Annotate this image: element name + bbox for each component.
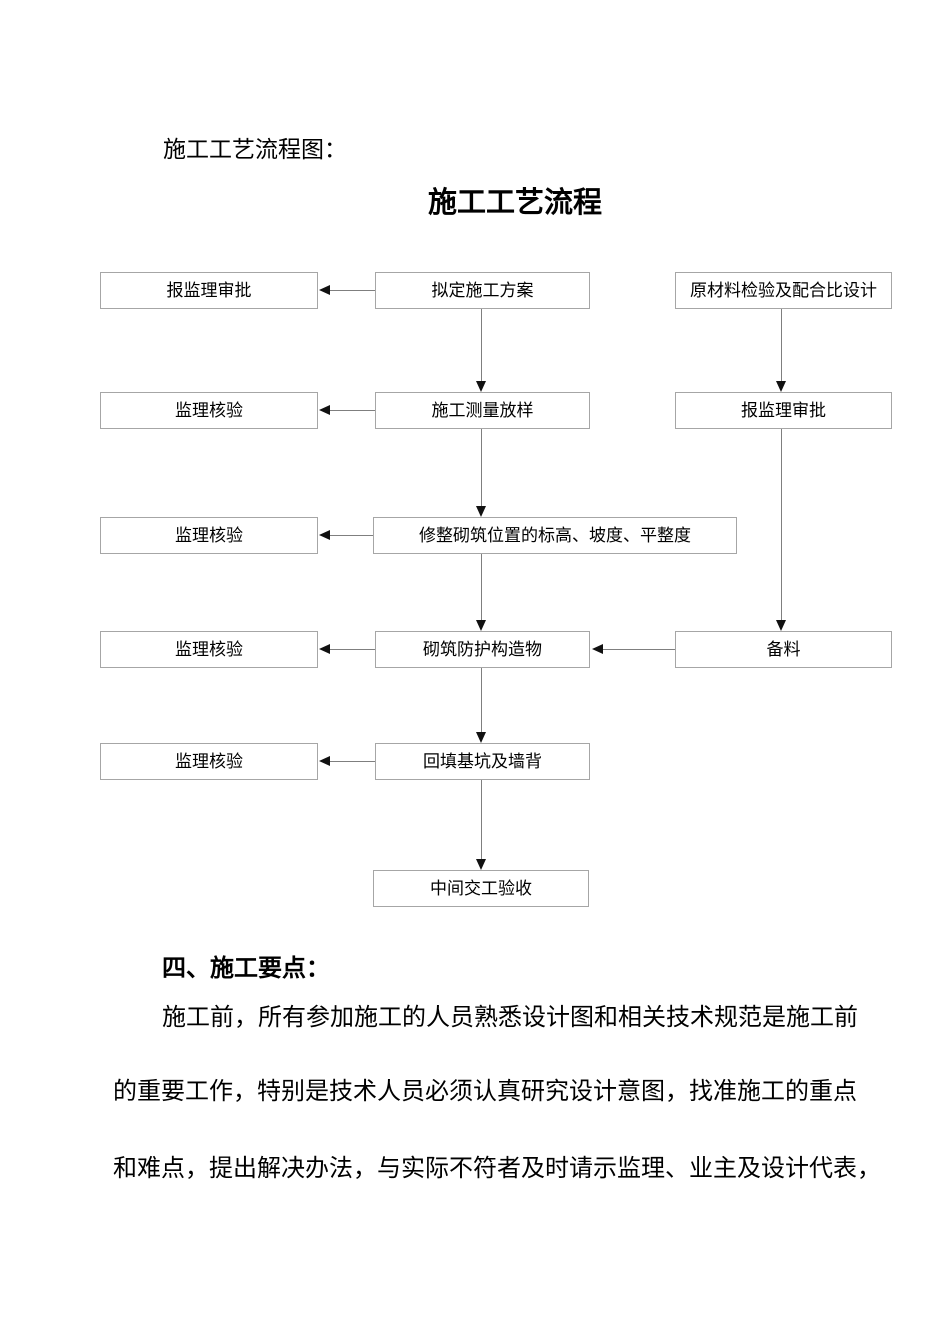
- edge-survey-to-check1-arrowhead-icon: [319, 405, 330, 415]
- edge-masonry-to-backfill-line: [481, 668, 482, 732]
- edge-material-to-masonry-line: [603, 649, 675, 650]
- flow-node-supervisor-check-1: 监理核验: [100, 392, 318, 429]
- edge-adjust-to-check2-line: [330, 535, 373, 536]
- flow-node-backfill: 回填基坑及墙背: [375, 743, 590, 780]
- flow-node-prepare-material: 备料: [675, 631, 892, 668]
- flowchart-title: 施工工艺流程: [428, 187, 603, 219]
- edge-survey-to-adjust-line: [481, 429, 482, 506]
- edge-backfill-to-check4-line: [330, 761, 375, 762]
- edge-material-to-masonry-arrowhead-icon: [592, 644, 603, 654]
- edge-draftplan-to-survey-line: [481, 309, 482, 382]
- flow-node-report-approval-2: 报监理审批: [675, 392, 892, 429]
- edge-adjust-to-masonry-arrowhead-icon: [476, 620, 486, 631]
- flow-node-draft-plan: 拟定施工方案: [375, 272, 590, 309]
- body-paragraph-line: 的重要工作，特别是技术人员必须认真研究设计意图，找准施工的重点: [113, 1079, 857, 1105]
- flow-node-masonry-protection: 砌筑防护构造物: [375, 631, 590, 668]
- flow-node-supervisor-check-2: 监理核验: [100, 517, 318, 554]
- edge-survey-to-check1-line: [330, 410, 375, 411]
- edge-draftplan-to-approval-arrowhead-icon: [319, 285, 330, 295]
- edge-approval2-to-material-arrowhead-icon: [776, 620, 786, 631]
- edge-rawmaterial-to-approval2-arrowhead-icon: [776, 381, 786, 392]
- flow-node-raw-material-test: 原材料检验及配合比设计: [675, 272, 892, 309]
- flow-node-report-approval-1: 报监理审批: [100, 272, 318, 309]
- flow-node-survey-layout: 施工测量放样: [375, 392, 590, 429]
- edge-survey-to-adjust-arrowhead-icon: [476, 506, 486, 517]
- flow-node-interim-acceptance: 中间交工验收: [373, 870, 589, 907]
- edge-masonry-to-check3-arrowhead-icon: [319, 644, 330, 654]
- body-paragraph-line: 和难点，提出解决办法，与实际不符者及时请示监理、业主及设计代表，: [113, 1156, 881, 1182]
- section-heading: 四、施工要点：: [162, 956, 330, 982]
- edge-adjust-to-masonry-line: [481, 554, 482, 620]
- edge-masonry-to-backfill-arrowhead-icon: [476, 732, 486, 743]
- edge-adjust-to-check2-arrowhead-icon: [319, 530, 330, 540]
- edge-masonry-to-check3-line: [330, 649, 375, 650]
- edge-backfill-to-check4-arrowhead-icon: [319, 756, 330, 766]
- body-paragraph-line: 施工前，所有参加施工的人员熟悉设计图和相关技术规范是施工前: [162, 1005, 858, 1031]
- flow-node-supervisor-check-4: 监理核验: [100, 743, 318, 780]
- edge-backfill-to-acceptance-arrowhead-icon: [476, 859, 486, 870]
- edge-draftplan-to-approval-line: [330, 290, 375, 291]
- flow-node-adjust-position: 修整砌筑位置的标高、坡度、平整度: [373, 517, 737, 554]
- edge-rawmaterial-to-approval2-line: [781, 309, 782, 382]
- edge-approval2-to-material-line: [781, 429, 782, 620]
- flowchart-caption: 施工工艺流程图：: [163, 137, 347, 162]
- edge-draftplan-to-survey-arrowhead-icon: [476, 381, 486, 392]
- edge-backfill-to-acceptance-line: [481, 780, 482, 859]
- flow-node-supervisor-check-3: 监理核验: [100, 631, 318, 668]
